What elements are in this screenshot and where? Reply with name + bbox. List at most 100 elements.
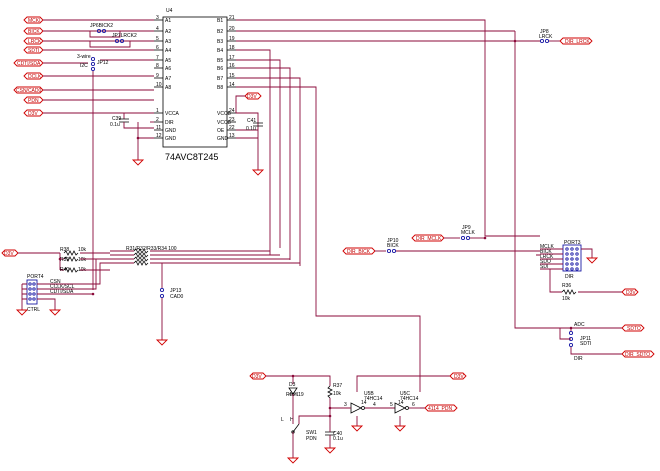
svg-text:JP8: JP8 [540,29,549,35]
ic-pin-name: B1 [217,18,223,24]
svg-text:SDTI: SDTI [580,341,591,347]
jumper-jp7: JP7LRCK2 [112,33,137,44]
right-port-d3v-r36: D3V [621,288,639,296]
svg-text:SDO: SDO [540,259,551,265]
left-port-d3v: D3V [23,109,44,117]
resistor-r36: R36 10k [561,283,622,302]
resistor-r37: R37 10k [327,383,342,420]
svg-text:BICK: BICK [387,243,399,249]
left-port-sdti: SDTI [23,46,44,54]
ic-pin-number: 6 [156,45,159,51]
ic-pin-name: A8 [165,85,171,91]
junction-dots [58,39,573,418]
svg-text:SDTI: SDTI [28,48,39,54]
svg-text:RB2119: RB2119 [286,392,304,398]
svg-text:C39: C39 [112,116,121,122]
capacitor-c41: C41 0.1u [246,118,263,132]
ic-part-number: 74AVC8T245 [165,152,218,162]
ic-pin-name: B5 [217,58,223,64]
resistor-r40: R40 10k [60,267,110,273]
svg-text:D3V: D3V [4,251,14,257]
ic-pin-name: A7 [165,76,171,82]
ic-pin-name: DIR [165,120,174,126]
svg-text:JP9: JP9 [462,225,471,231]
ic-pin-number: 1 [156,108,159,114]
left-port-csn-cad0: CSN/CAD0 [13,86,44,94]
svg-text:DIR_MCLK: DIR_MCLK [416,236,442,242]
right-side-wires [236,19,560,392]
svg-text:D3V: D3V [454,374,464,380]
jumper-jp13: JP13 CAD0 [155,263,184,346]
svg-text:PDN: PDN [28,98,39,104]
right-port-sdto: SDTO [621,324,645,332]
ic-pin-name: VCCB [217,111,232,117]
resistor-r38: R38 10k [60,247,110,256]
svg-text:D3V: D3V [626,290,636,296]
svg-text:I2C: I2C [80,63,88,69]
svg-text:PDN: PDN [306,436,317,442]
resistor-network-r31-r34: R31/R32/R33/R34 100 [110,246,300,266]
svg-text:PORT3: PORT3 [564,240,581,246]
svg-text:L: L [281,417,284,423]
ic-pin-number: 20 [229,26,235,32]
ic-pin-name: VCCB [217,120,232,126]
ic-pin-name: B4 [217,48,223,54]
ic-pin-number: 3 [156,15,159,21]
svg-text:R39: R39 [60,257,69,263]
ic-pin-name: GND [165,128,177,134]
svg-text:D3V: D3V [252,374,262,380]
ic-pin-name: B3 [217,39,223,45]
svg-text:CTRL: CTRL [27,307,40,313]
ic-pin-number: 5 [156,36,159,42]
svg-text:CCLK/SCL: CCLK/SCL [50,284,75,290]
svg-text:74HC14: 74HC14 [400,396,419,402]
ic-pin-name: A5 [165,58,171,64]
svg-text:D3: D3 [289,382,296,388]
ic-pin-number: 15 [229,73,235,79]
ic-pin-number: 13 [229,133,235,139]
inverter-u5c: U5C 74HC14 5 6 14 [390,391,425,432]
ic-pin-number: 19 [229,36,235,42]
left-port-d3v-bottom: D3V [1,249,64,271]
svg-text:LRCK: LRCK [540,254,554,260]
svg-text:CDTI/SDA: CDTI/SDA [17,61,41,67]
ic-pin-number: 21 [229,15,235,21]
svg-text:BICK: BICK [540,249,552,255]
ic-pin-name: B8 [217,85,223,91]
resistor-r39: R39 10k [60,256,110,263]
svg-text:JP6BICK2: JP6BICK2 [90,23,113,29]
svg-text:DIR_SDTO: DIR_SDTO [625,352,650,358]
right-port-d3v-top: D3V [235,92,262,113]
svg-text:LRCK: LRCK [28,39,42,45]
svg-text:R40: R40 [60,267,69,273]
capacitor-c40: C40 0.1u [323,420,343,454]
svg-text:DCLK: DCLK [28,74,42,80]
svg-text:DIR_BICK: DIR_BICK [347,249,371,255]
svg-text:R31/R32/R33/R34 100: R31/R32/R33/R34 100 [126,246,177,252]
svg-text:10k: 10k [78,247,87,253]
svg-text:C41: C41 [247,118,256,124]
svg-text:4114_PDN: 4114_PDN [428,406,452,412]
ic-pin-number: 16 [229,63,235,69]
svg-text:U5B: U5B [364,391,374,397]
svg-text:R38: R38 [60,247,69,253]
svg-text:10k: 10k [562,296,571,302]
ic-pin-name: A6 [165,66,171,72]
ic-pin-number: 4 [156,26,159,32]
ic-pin-number: 14 [229,82,235,88]
ic-pin-name: A3 [165,39,171,45]
connector-port3: PORT3 MCLK BICK LRCK SDO SDI DIR [269,240,599,293]
mid-port-dir-bick: DIR_BICK [342,247,386,255]
right-port-dir-sdto: DIR_SDTO [621,350,655,358]
jumper-jp9: JP9 MCLK [460,225,485,241]
ic-pin-number: 22 [229,125,235,131]
jumper-jp8: JP8 LRCK [539,29,560,44]
svg-text:JP13: JP13 [170,288,182,294]
svg-text:BICK: BICK [28,29,40,35]
ic-pin-number: 17 [229,55,235,61]
left-port-bick: BICK [23,27,44,35]
ic-pin-number: 18 [229,45,235,51]
svg-text:0.1u: 0.1u [110,122,120,128]
svg-text:R37: R37 [333,383,342,389]
svg-text:6: 6 [412,402,415,408]
